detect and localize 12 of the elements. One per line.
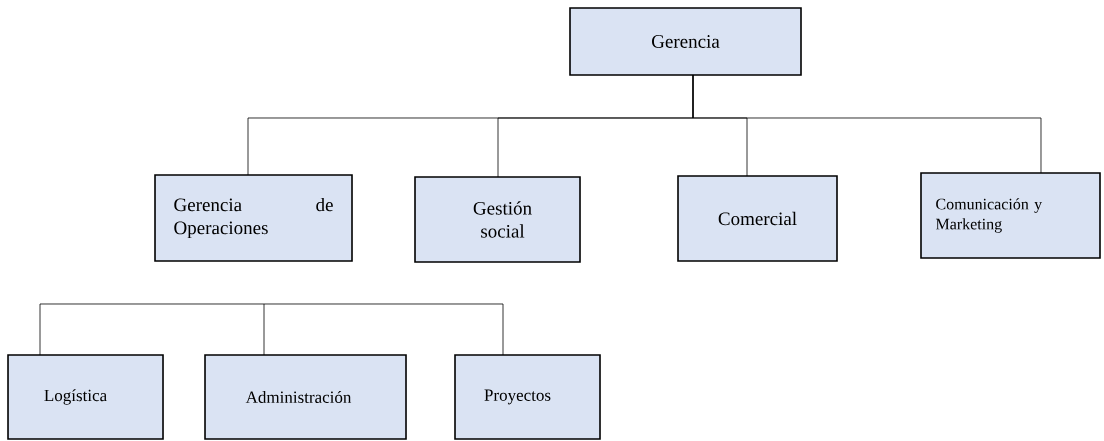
- connector-line: [263, 303, 265, 356]
- org-box: Gestión social: [414, 176, 581, 263]
- connector-line: [39, 303, 265, 356]
- org-box: Administración: [204, 354, 407, 440]
- org-box: Comercial: [677, 175, 838, 262]
- connector-line: [263, 303, 504, 356]
- connector-line: [692, 74, 1042, 174]
- org-box: Logística: [7, 354, 164, 440]
- org-box: Gerencia de Operaciones: [154, 174, 353, 262]
- org-box: Gerencia: [569, 7, 802, 76]
- org-box: Proyectos: [454, 354, 601, 440]
- org-box: Comunicación y Marketing: [920, 172, 1101, 259]
